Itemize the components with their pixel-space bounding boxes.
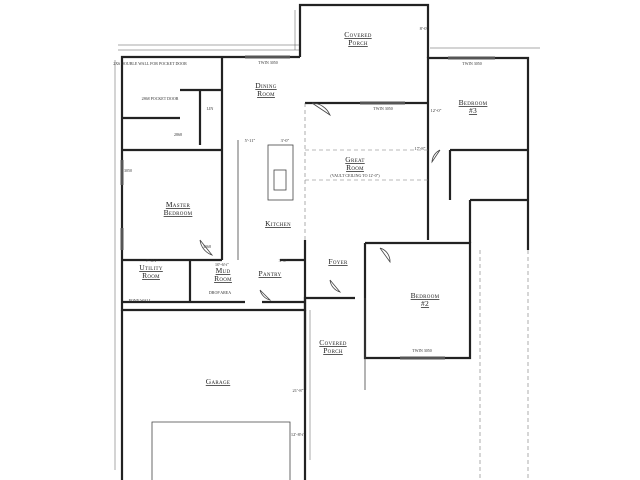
label-foyer: Foyer: [328, 257, 348, 266]
label-covered-porch-bottom: Covered: [319, 338, 346, 347]
door-2868: 2868: [174, 132, 182, 137]
label-great-room-2: Room: [346, 163, 364, 172]
label-garage: Garage: [206, 377, 230, 386]
ceiling-lines: [304, 103, 529, 480]
pony-wall-note: PONY WALL: [129, 298, 152, 303]
dim-kitchen-a: 5'-11": [245, 138, 256, 143]
dim-great-depth: 17'-8": [415, 146, 426, 151]
label-master-bedroom: Master: [166, 200, 191, 209]
linen-note: LIN: [207, 106, 214, 111]
label-covered-porch-top-2: Porch: [348, 38, 368, 47]
label-master-bedroom-2: Bedroom: [164, 208, 193, 217]
dim-garage-depth: 21'-8": [293, 388, 304, 393]
window-label-bedroom2: TWIN 3050: [412, 348, 431, 353]
label-utility-room: Utility: [139, 263, 163, 272]
label-bedroom-2: Bedroom: [411, 291, 440, 300]
window-3050: 3050: [124, 168, 132, 173]
door-3068: 3068: [203, 244, 211, 249]
dim-garage-lower: 12'-8½": [291, 432, 305, 437]
label-bedroom-3: Bedroom: [459, 98, 488, 107]
label-covered-porch-bottom-2: Porch: [323, 346, 343, 355]
window-label-great: TWIN 3050: [373, 106, 392, 111]
label-dining-room: Dining: [255, 81, 276, 90]
great-room-ceiling-note: (VAULT CEILING TO 12'-0"): [330, 173, 380, 178]
annotations: TWIN 3050 TWIN 3050 TWIN 3050 TWIN 3050 …: [113, 26, 482, 437]
label-dining-room-2: Room: [257, 89, 275, 98]
label-mud-room: Mud: [216, 266, 231, 275]
doors: [199, 102, 441, 301]
window-label-dining: TWIN 3050: [258, 60, 277, 65]
window-label-bedroom3: TWIN 3050: [462, 61, 481, 66]
label-utility-room-2: Room: [142, 271, 160, 280]
label-bedroom-2-2: #2: [421, 299, 429, 308]
room-labels: Covered Porch Dining Room Bedroom #3 Gre…: [139, 30, 487, 386]
dim-porch-depth: 8'-0": [420, 26, 429, 31]
dim-mud-width: 10'-6½": [215, 262, 229, 267]
label-great-room: Great: [345, 155, 364, 164]
label-bedroom-3-2: #3: [469, 106, 477, 115]
label-kitchen: Kitchen: [265, 219, 291, 228]
label-covered-porch-top: Covered: [344, 30, 371, 39]
pocket-wall-note: 2X6 DOUBLE WALL FOR POCKET DOOR: [113, 61, 187, 66]
dim-pantry-width: 3'-6": [279, 258, 288, 263]
pocket-door-note: 2868 POCKET DOOR: [142, 96, 179, 101]
drop-area-note: DROP AREA: [209, 290, 231, 295]
dim-utility-width: 7'-6½": [146, 258, 158, 263]
windows: [120, 55, 495, 360]
dimension-lines: [114, 10, 540, 470]
dim-bedroom3-depth: 12'-0": [431, 108, 442, 113]
label-mud-room-2: Room: [214, 274, 232, 283]
label-pantry: Pantry: [259, 269, 282, 278]
walls: [120, 3, 530, 480]
dim-kitchen-b: 3'-0": [281, 138, 290, 143]
